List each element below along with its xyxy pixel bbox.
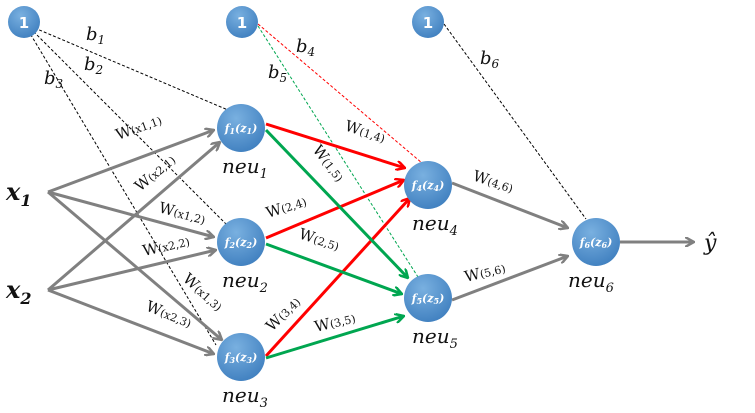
- bias-node-label: 1: [19, 14, 29, 32]
- bias-node-label: 1: [423, 14, 433, 32]
- edge-x1-neu2: [47, 190, 214, 237]
- input-x2: x2: [5, 275, 31, 308]
- bias-label-b5: b5: [268, 62, 287, 85]
- edge-x1-neu3: [47, 190, 222, 340]
- output-y-hat: ŷ: [703, 231, 717, 256]
- bias-edge-b2: [29, 27, 227, 225]
- weight-label-w-3-5: W(3,5): [313, 308, 358, 336]
- bias-edge-b6: [443, 23, 587, 220]
- neuron-function-label: f5(z5): [411, 292, 445, 306]
- neuron-name-neu3: neu3: [222, 383, 268, 411]
- bias-node-3: 1: [412, 6, 444, 38]
- edge-x2-neu2: [47, 250, 216, 292]
- bias-label-b4: b4: [296, 36, 315, 59]
- bias-node-2: 1: [226, 6, 258, 38]
- edge-neu2-neu4: [265, 180, 404, 240]
- weight-label-w-1-5: W(1,5): [309, 141, 349, 185]
- bias-node-1: 1: [8, 6, 40, 38]
- bias-edge-b4: [257, 23, 423, 164]
- edge-neu1-neu5: [264, 128, 408, 278]
- weight-label-w-1-4: W(1,4): [343, 117, 388, 147]
- neuron-neu1: f1(z1): [217, 104, 265, 152]
- output-edges: [451, 181, 694, 302]
- neuron-function-label: f2(z2): [224, 236, 258, 250]
- weight-label-w-5-6: W(5,6): [463, 258, 508, 286]
- edge-x2-neu3: [47, 288, 214, 354]
- input-edges: [47, 130, 222, 354]
- edge-x2-neu1: [47, 142, 220, 292]
- bias-label-b2: b2: [84, 54, 103, 77]
- bias-node-label: 1: [237, 14, 247, 32]
- weight-label-w-x1-1: W(x1,1): [113, 111, 164, 144]
- neuron-neu6: f6(z6): [572, 218, 620, 266]
- weight-label-w-2-5: W(2,5): [297, 225, 342, 255]
- neuron-function-label: f3(z3): [224, 351, 258, 365]
- neuron-function-label: f1(z1): [224, 122, 258, 136]
- neuron-neu5: f5(z5): [404, 274, 452, 322]
- edge-neu3-neu5: [265, 316, 404, 360]
- edge-x1-neu1: [47, 130, 214, 194]
- weight-label-w-2-4: W(2,4): [264, 192, 309, 222]
- neuron-name-neu6: neu6: [568, 268, 614, 296]
- bias-edge-b1: [24, 21, 229, 111]
- neuron-function-label: f4(z4): [411, 179, 445, 193]
- weight-label-w-x2-2: W(x2,2): [141, 232, 192, 260]
- weight-label-w-x2-3: W(x2,3): [144, 297, 195, 332]
- neuron-neu4: f4(z4): [404, 161, 452, 209]
- neuron-neu3: f3(z3): [217, 333, 265, 381]
- input-x1: x1: [5, 177, 31, 210]
- neuron-name-neu1: neu1: [222, 154, 268, 182]
- bias-label-b3: b3: [44, 68, 64, 91]
- edges-to-neu4: [264, 122, 410, 358]
- edge-neu2-neu5: [265, 242, 402, 294]
- bias-label-b6: b6: [480, 48, 500, 71]
- edges-to-neu5: [264, 128, 408, 360]
- edge-neu4-neu6: [451, 181, 568, 228]
- neuron-name-neu5: neu5: [412, 324, 458, 352]
- bias-edge-b5: [257, 25, 419, 278]
- bias-edge-b3: [27, 29, 217, 346]
- edge-neu5-neu6: [451, 256, 568, 302]
- neuron-name-neu4: neu4: [412, 211, 458, 239]
- edge-neu3-neu4: [264, 198, 410, 358]
- edge-neu1-neu4: [265, 122, 405, 168]
- bias-label-b1: b1: [86, 24, 105, 47]
- weight-label-w-3-4: W(3,4): [262, 293, 304, 335]
- neuron-neu2: f2(z2): [217, 218, 265, 266]
- neuron-function-label: f6(z6): [579, 236, 613, 250]
- bias-edges: [24, 21, 587, 346]
- neuron-name-neu2: neu2: [222, 268, 268, 296]
